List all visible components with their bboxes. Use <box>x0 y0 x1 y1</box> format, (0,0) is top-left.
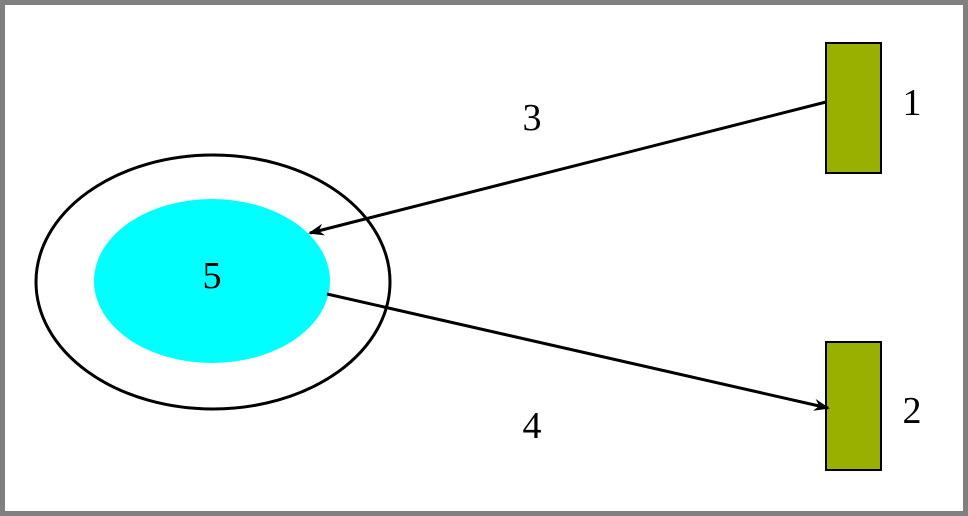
label-arrow-top: 3 <box>523 97 542 139</box>
label-block-top: 1 <box>903 82 922 124</box>
block-bottom <box>825 341 882 471</box>
label-arrow-bottom: 4 <box>523 405 542 447</box>
inner-ellipse <box>94 199 330 363</box>
label-block-bottom: 2 <box>903 390 922 432</box>
label-center: 5 <box>203 255 222 297</box>
arrow-ellipse-to-block <box>326 292 830 411</box>
block-top <box>825 42 882 174</box>
arrow-block-to-ellipse <box>308 100 827 236</box>
